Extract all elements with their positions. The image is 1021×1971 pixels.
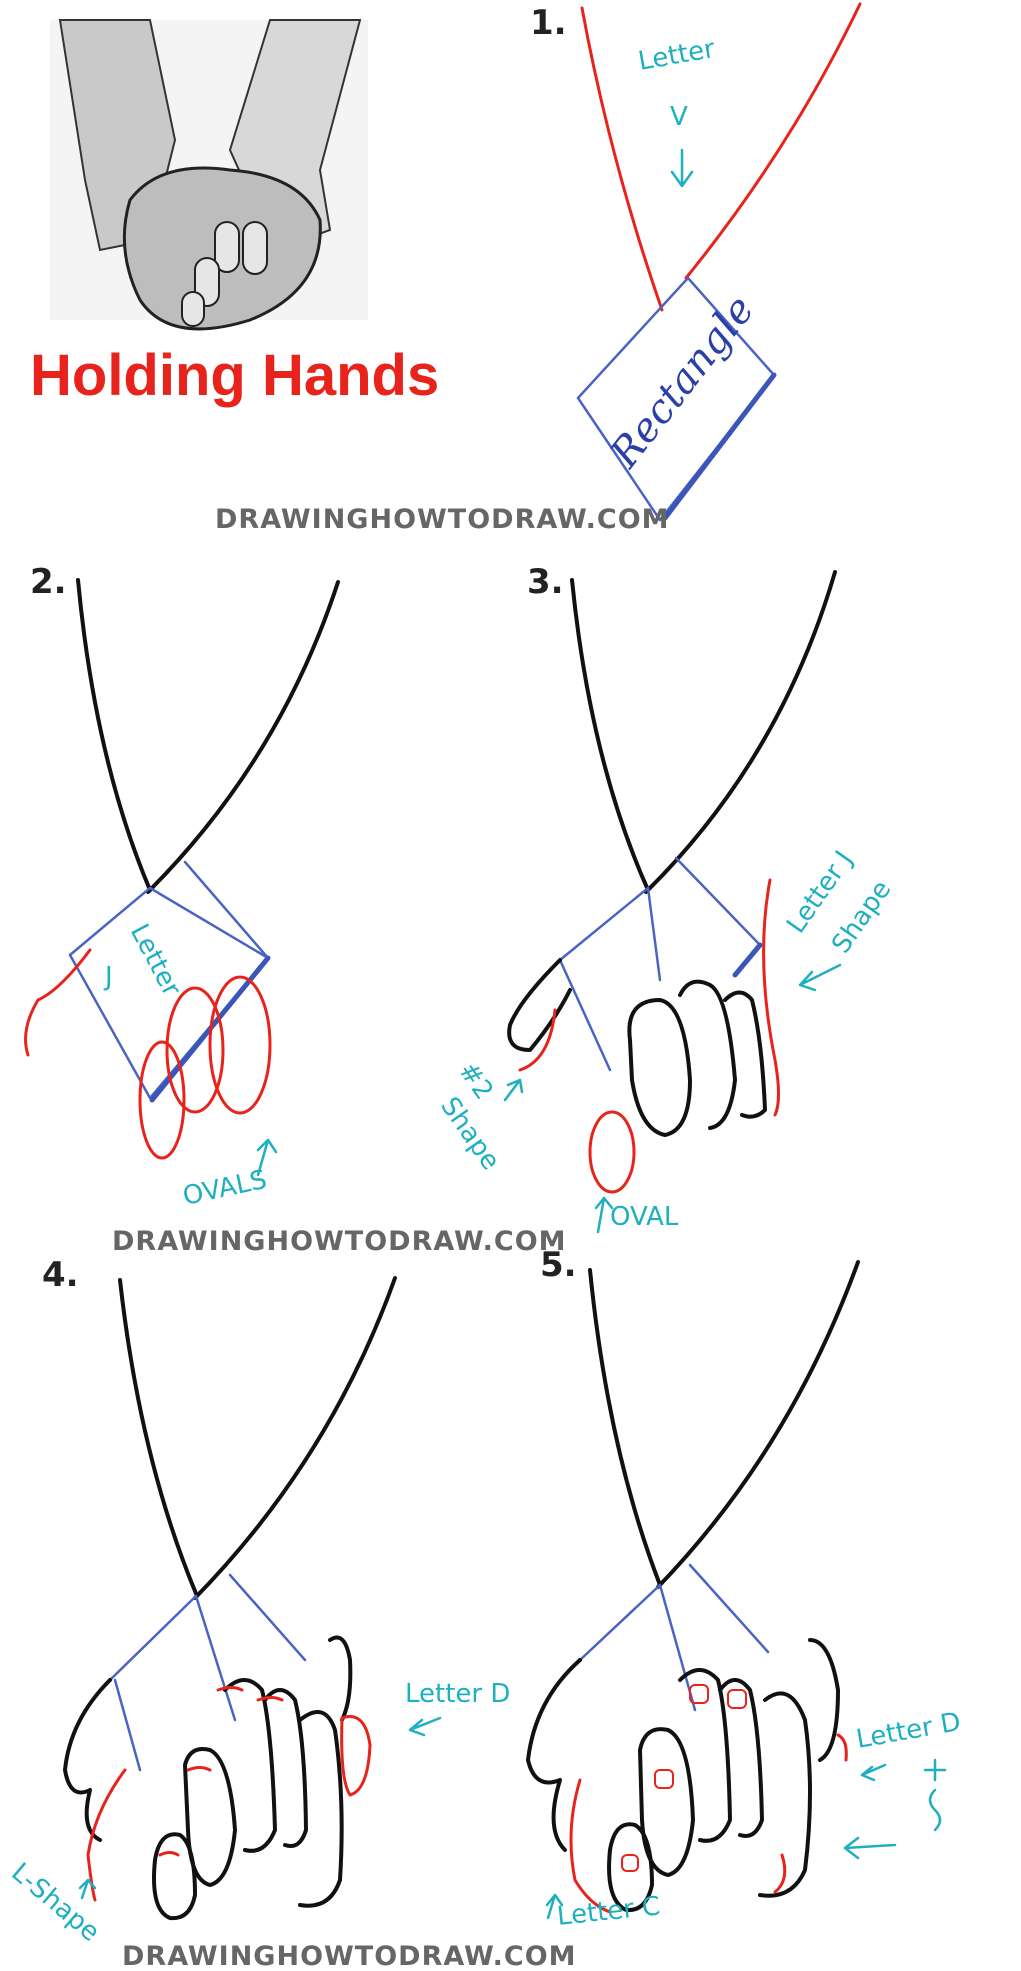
site-watermark-1: DRAWINGHOWTODRAW.COM (215, 504, 670, 535)
step-5: 5. Letter D Letter C (526, 1245, 963, 1932)
oval-label: OVAL (610, 1202, 679, 1232)
letter-d-label: Letter D (405, 1679, 510, 1709)
letter-d-label-5: Letter D (854, 1707, 963, 1755)
finished-illustration: Holding Hands (30, 19, 439, 408)
site-watermark-3: DRAWINGHOWTODRAW.COM (122, 1941, 577, 1971)
step-1-number: 1. (530, 3, 567, 43)
rectangle-label: Rectangle (601, 287, 763, 477)
letter-v-label: Letter (636, 34, 717, 77)
site-watermark-2: DRAWINGHOWTODRAW.COM (112, 1226, 567, 1257)
letter-j-glyph: J (103, 962, 113, 992)
step-2-number: 2. (30, 562, 67, 602)
letter-v-glyph: V (670, 102, 688, 132)
ovals-label: OVALS (180, 1165, 269, 1212)
step-5-number: 5. (540, 1245, 577, 1285)
two-shape-sublabel: Shape (434, 1092, 505, 1176)
step-4-number: 4. (42, 1255, 79, 1295)
letter-j-label: Letter (124, 919, 187, 1001)
letter-c-label: Letter C (556, 1891, 662, 1932)
step-3: 3. Letter J Shape #2 Shape OVAL (434, 562, 897, 1234)
step-3-number: 3. (527, 562, 564, 602)
title-text: Holding Hands (30, 343, 439, 408)
step-4: 4. Letter D L-Shape DRAWINGHOWTODRAW.COM (6, 1255, 577, 1971)
